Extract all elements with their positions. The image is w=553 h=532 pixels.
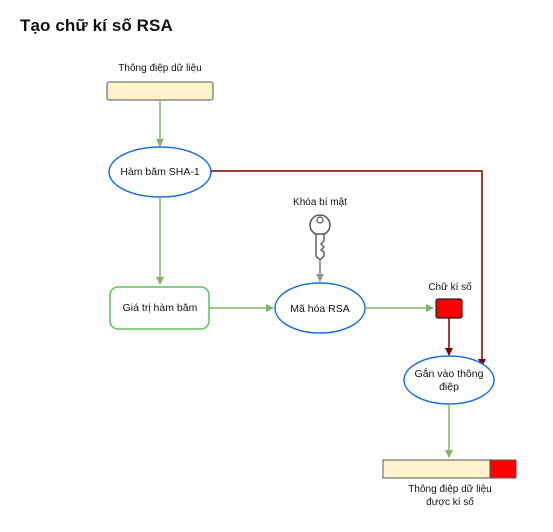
private-key-label: Khóa bí mật (293, 197, 347, 208)
signed-message-signature-part (489, 459, 517, 479)
output-label-line2: được kí số (426, 497, 474, 508)
output-label-line1: Thông điệp dữ liệu (408, 484, 492, 495)
attach-label-line1: Gắn vào thông (415, 367, 484, 380)
page-title: Tạo chữ kí số RSA (20, 16, 173, 35)
input-data-label: Thông điệp dữ liệu (118, 63, 202, 74)
signature-label: Chữ kí số (428, 282, 472, 293)
signature-block (435, 298, 463, 319)
key-icon (309, 214, 331, 261)
signed-message-data-part (382, 459, 491, 479)
attach-label-line2: điệp (439, 381, 459, 393)
hash-value-label: Giá trị hàm băm (123, 302, 198, 314)
signed-message-block (382, 459, 517, 479)
arrow-hash-to-attach (211, 170, 486, 367)
rsa-encryption-label: Mã hóa RSA (290, 303, 350, 315)
input-data-box (106, 81, 214, 101)
hash-function-label: Hàm băm SHA-1 (120, 166, 200, 178)
